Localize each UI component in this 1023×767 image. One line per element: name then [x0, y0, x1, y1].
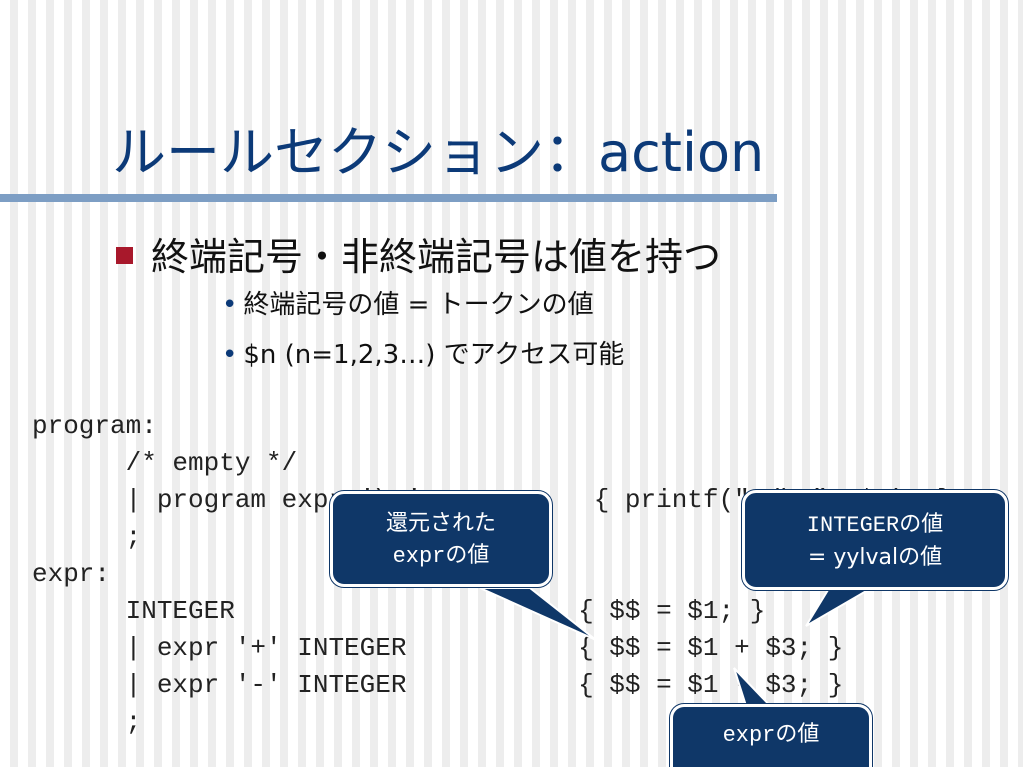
- slide-title: ルールセクション：action: [112, 121, 765, 184]
- callout-mono-text: expr: [722, 723, 776, 748]
- callout-line: 還元された: [385, 511, 496, 536]
- callout-expr-value: exprの値: [670, 704, 872, 767]
- callout-text: の値: [899, 512, 944, 537]
- main-bullet-text: 終端記号・非終端記号は値を持つ: [151, 235, 722, 279]
- code-line: ;: [32, 707, 142, 737]
- callout-line: INTEGERの値: [745, 509, 1005, 542]
- sub-bullet-2: •$n (n=1,2,3…) でアクセス可能: [222, 334, 624, 371]
- sub-bullet-text: $n (n=1,2,3…) でアクセス可能: [243, 340, 625, 370]
- code-line: /* empty */: [32, 448, 298, 478]
- callout-line: = yylvalの値: [807, 545, 943, 570]
- callout-tail-reduced: [479, 587, 597, 641]
- sub-bullet-1: •終端記号の値 = トークンの値: [222, 284, 594, 321]
- code-line: INTEGER { $$ = $1; }: [32, 596, 766, 626]
- code-line: ;: [32, 522, 142, 552]
- callout-mono-text: expr: [392, 544, 446, 569]
- title-underline: [0, 194, 777, 202]
- sub-bullet-text: 終端記号の値 = トークンの値: [243, 290, 594, 320]
- code-line: | expr '+' INTEGER { $$ = $1 + $3; }: [32, 633, 844, 663]
- dot-bullet-icon: •: [222, 340, 238, 370]
- code-line: | expr '-' INTEGER { $$ = $1 - $3; }: [32, 670, 844, 700]
- dot-bullet-icon: •: [222, 290, 238, 320]
- callout-mono-text: INTEGER: [806, 513, 900, 538]
- callout-integer-value: INTEGERの値 = yylvalの値: [742, 490, 1008, 590]
- callout-line: exprの値: [333, 540, 549, 573]
- callout-tail-integer: [805, 589, 872, 627]
- square-bullet-icon: [116, 247, 133, 264]
- main-bullet: 終端記号・非終端記号は値を持つ: [116, 226, 721, 281]
- callout-text: の値: [445, 543, 490, 568]
- callout-reduced-expr: 還元された exprの値: [330, 491, 552, 587]
- code-line: expr:: [32, 559, 111, 589]
- callout-text: の値: [775, 722, 820, 747]
- code-line: program:: [32, 411, 157, 441]
